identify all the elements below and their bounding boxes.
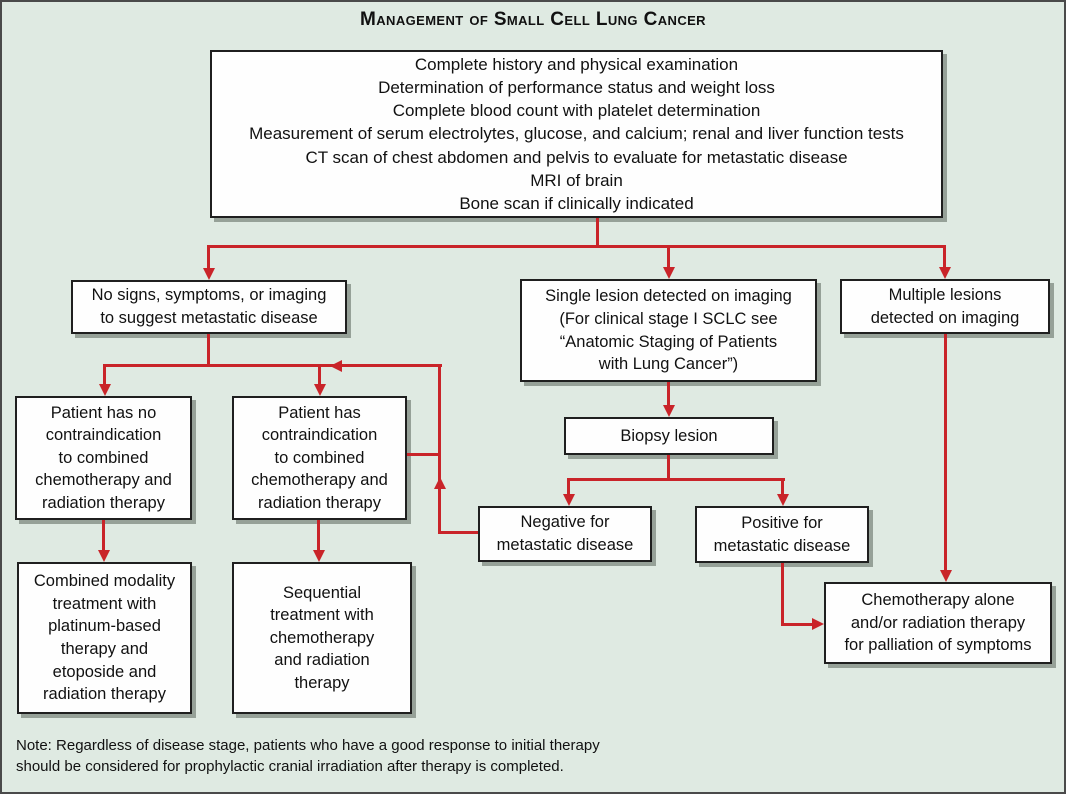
connector-split-bar [207,245,946,248]
arrowhead-to-sequential [313,550,325,562]
node-single-lesion: Single lesion detected on imaging (For c… [520,279,817,382]
connector-positive-out [781,563,784,626]
connector-biopsy-split-bar [567,478,785,481]
connector-workup-stem [596,218,599,248]
arrowhead-feedback-merge [330,360,342,372]
node-no-contraindication: Patient has no contraindication to combi… [15,396,192,520]
node-combined-modality-treatment: Combined modality treatment with platinu… [17,562,192,714]
connector-drop-middle [667,245,670,268]
connector-left-branch-bar [103,364,442,367]
connector-drop-negative [567,478,570,495]
node-negative-metastatic: Negative for metastatic disease [478,506,652,562]
connector-biopsy-out [667,455,670,481]
node-sequential-treatment: Sequential treatment with chemotherapy a… [232,562,412,714]
connector-multiple-lesions-out [944,334,947,570]
node-biopsy-lesion: Biopsy lesion [564,417,774,455]
arrowhead-to-negative [563,494,575,506]
node-no-signs-metastatic: No signs, symptoms, or imaging to sugges… [71,280,347,334]
connector-drop-contra [318,364,321,384]
connector-positive-elbow [781,623,812,626]
connector-drop-no-contra [103,364,106,384]
node-positive-metastatic: Positive for metastatic disease [695,506,869,563]
connector-no-signs-out [207,334,210,367]
connector-contra-side [407,453,440,456]
arrowhead-feedback-up [434,477,446,489]
connector-feedback-riser [438,364,441,534]
diagram-title: Management of Small Cell Lung Cancer [360,9,706,30]
connector-drop-left [207,245,210,269]
arrowhead-to-no-signs [203,268,215,280]
node-contraindication: Patient has contraindication to combined… [232,396,407,520]
connector-single-lesion-out [667,382,670,406]
arrowhead-to-no-contraindication [99,384,111,396]
footnote: Note: Regardless of disease stage, patie… [16,737,600,776]
arrowhead-to-biopsy [663,405,675,417]
arrowhead-to-contraindication [314,384,326,396]
connector-drop-right [943,245,946,268]
arrowhead-to-combined-modality [98,550,110,562]
node-initial-workup: Complete history and physical examinatio… [210,50,943,218]
connector-negative-out [440,531,478,534]
connector-to-sequential [317,520,320,552]
node-chemo-palliation: Chemotherapy alone and/or radiation ther… [824,582,1052,664]
connector-to-combined-modality [102,520,105,552]
arrowhead-to-multiple-lesions [939,267,951,279]
arrowhead-to-chemo-palliation [812,618,824,630]
connector-drop-positive [781,478,784,495]
arrowhead-to-positive [777,494,789,506]
node-multiple-lesions: Multiple lesions detected on imaging [840,279,1050,334]
arrowhead-to-single-lesion [663,267,675,279]
arrowhead-multiple-to-chemo [940,570,952,582]
